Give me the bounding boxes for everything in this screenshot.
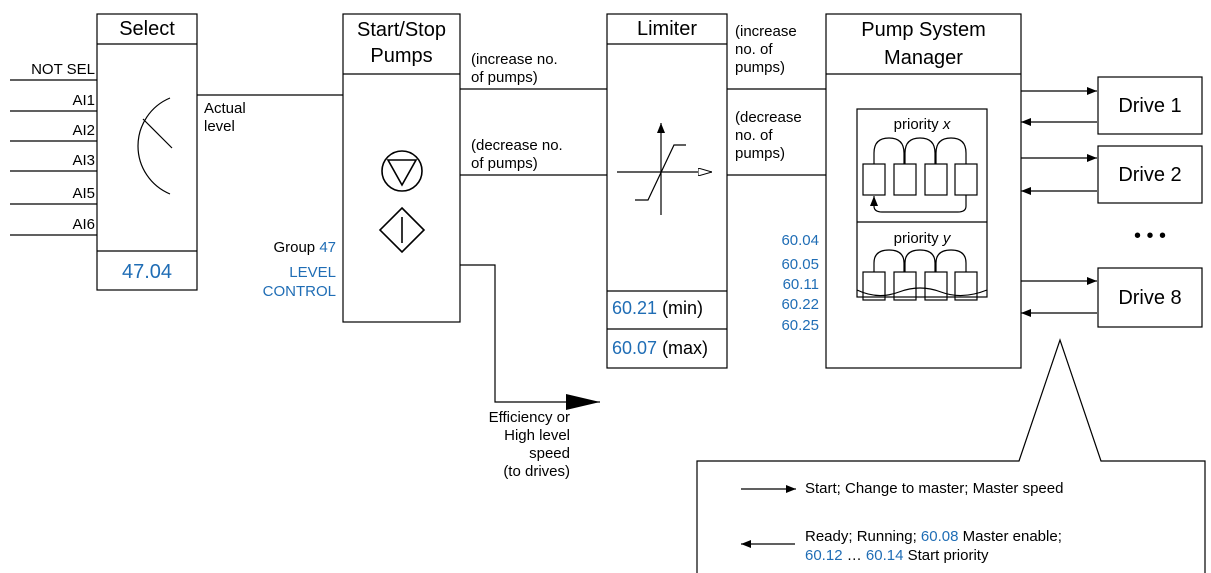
legend-ready-param-3: 60.14 [865, 547, 904, 564]
legend-ready-text-1: Ready; Running; [805, 528, 917, 545]
psm-title-2: Manager [884, 47, 963, 69]
legend-ready-line-2: 60.12 … 60.14 Start priority [805, 547, 988, 565]
stop-triangle-icon [386, 159, 418, 187]
legend-callout [696, 338, 1206, 573]
legend-ready-line-1: Ready; Running; 60.08 Master enable; [805, 528, 1062, 546]
limiter-title: Limiter [636, 18, 697, 40]
legend-ready-param-1: 60.08 [920, 528, 959, 545]
limiter-max-row: 60.07 (max) [612, 336, 708, 360]
priority-x-var: x [942, 116, 951, 133]
limiter-min-label: (min) [662, 298, 704, 318]
speed-output-label-1: Efficiency or [488, 409, 570, 426]
group-name-1: LEVEL [289, 264, 336, 281]
selector-arc-icon [137, 97, 171, 195]
lim-decrease-label-1: (decrease [735, 109, 802, 126]
start-stop-title-1: Start/Stop [357, 19, 446, 41]
select-block [96, 13, 198, 291]
group-number: 47 [319, 239, 336, 256]
limiter-min-param: 60.21 [612, 298, 658, 318]
priority-x-text: priority [893, 116, 939, 133]
speed-output-line [460, 264, 600, 410]
input-label-not-sel: NOT SEL [31, 61, 95, 78]
select-param: 47.04 [121, 261, 173, 283]
legend-ready-text-3: Start priority [907, 547, 989, 564]
psm-param-4: 60.22 [781, 296, 819, 313]
priority-y-loops [873, 249, 967, 272]
start-pump-icon [378, 206, 426, 254]
start-stop-title-2: Pumps [370, 45, 433, 67]
legend-ready-text-2: Master enable; [962, 528, 1062, 545]
psm-param-2: 60.05 [781, 256, 819, 273]
selector-needle-icon [142, 118, 173, 149]
ss-decrease-label-1: (decrease no. [471, 137, 563, 154]
priority-y-text: priority [893, 230, 939, 247]
stop-pump-icon [381, 150, 423, 192]
legend-ready-ellipsis: … [846, 547, 862, 564]
priority-x-loops [873, 137, 967, 164]
legend-ready-param-2: 60.12 [805, 547, 843, 564]
drives-ellipsis: • • • [1133, 225, 1167, 247]
limiter-curve-icon [635, 144, 686, 201]
group-label: Group 47 [230, 239, 336, 257]
psm-param-5: 60.25 [781, 317, 819, 334]
ss-increase-label-1: (increase no. [471, 51, 558, 68]
lim-increase-label-3: pumps) [735, 59, 786, 76]
input-label-ai6: AI6 [72, 216, 95, 233]
psm-title-1: Pump System [861, 19, 986, 41]
priority-y-var: y [942, 230, 951, 247]
drive-box-2 [1097, 145, 1203, 204]
psm-param-1: 60.04 [781, 232, 819, 249]
group-label-text: Group [273, 239, 316, 256]
psm-param-3: 60.11 [782, 276, 819, 293]
priority-y-label: priority y [857, 230, 987, 248]
lim-decrease-label-2: no. of [735, 127, 773, 144]
drive-1-label: Drive 1 [1118, 95, 1182, 117]
limiter-max-label: (max) [662, 338, 709, 358]
group-name-2: CONTROL [262, 283, 336, 300]
drive-box-1 [1097, 76, 1203, 135]
ss-decrease-label-2: of pumps) [471, 155, 538, 172]
drive-2-label: Drive 2 [1118, 164, 1182, 186]
lim-increase-label-1: (increase [735, 23, 797, 40]
ss-increase-label-2: of pumps) [471, 69, 538, 86]
drive-box-8 [1097, 267, 1203, 328]
drive-8-label: Drive 8 [1118, 287, 1182, 309]
lim-decrease-label-3: pumps) [735, 145, 786, 162]
start-stop-block [342, 13, 461, 323]
input-label-ai2: AI2 [72, 122, 95, 139]
actual-level-label-1: Actual [204, 100, 246, 117]
limiter-max-param: 60.07 [612, 338, 658, 358]
actual-level-label-2: level [204, 118, 235, 135]
limiter-block [606, 13, 728, 369]
lim-increase-label-2: no. of [735, 41, 773, 58]
input-label-ai1: AI1 [72, 92, 95, 109]
speed-output-label-3: speed [529, 445, 570, 462]
select-block-title: Select [119, 18, 175, 40]
limiter-min-row: 60.21 (min) [612, 296, 703, 320]
legend-start-text: Start; Change to master; Master speed [805, 480, 1064, 497]
input-label-ai3: AI3 [72, 152, 95, 169]
priority-x-label: priority x [857, 116, 987, 134]
speed-output-label-2: High level [504, 427, 570, 444]
speed-output-label-4: (to drives) [503, 463, 570, 480]
pump-system-manager-block [825, 13, 1022, 369]
input-label-ai5: AI5 [72, 185, 95, 202]
